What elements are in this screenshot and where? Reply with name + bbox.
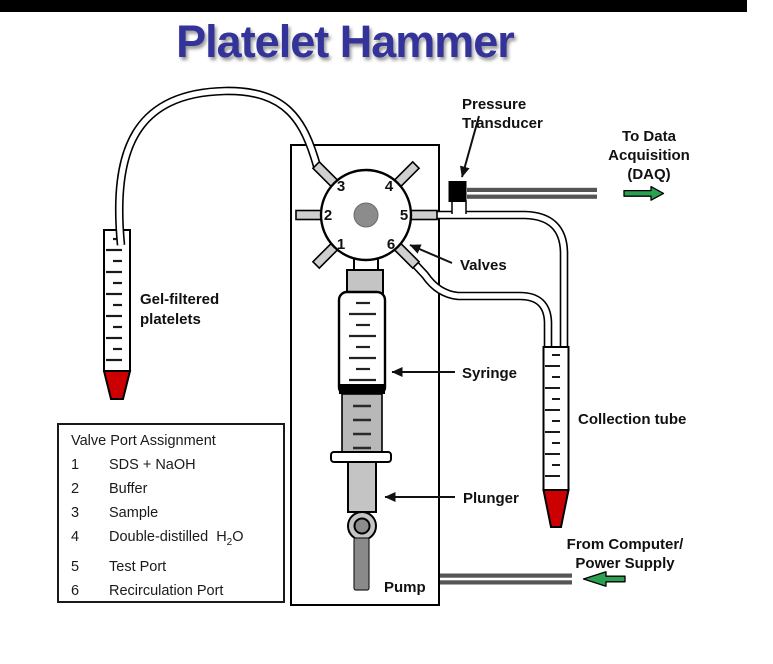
valve-port-row-2: 2 Buffer (71, 477, 283, 501)
valve-port-row-label: Sample (109, 505, 159, 521)
pump-label: Pump (384, 579, 426, 596)
valve-port-row-label: SDS + NaOH (109, 457, 196, 473)
gel-filtered-label-line2: platelets (140, 311, 201, 328)
power-arrow-icon (582, 571, 626, 587)
power-cable (440, 573, 572, 585)
valve-port-row-label: Buffer (109, 481, 148, 497)
plunger-pivot-inner (353, 517, 371, 535)
collection-tube-tip (542, 489, 570, 528)
daq-arrow-icon (623, 185, 665, 201)
pump-drive-rod (353, 537, 370, 591)
valves-arrow (409, 244, 453, 264)
from-computer-label-line1: From Computer/ (567, 536, 685, 553)
to-daq-label-line2: Acquisition (608, 147, 690, 164)
collection-tube (542, 346, 570, 491)
valve-port-number-2: 2 (324, 207, 332, 224)
valve-port-row-5: 5 Test Port (71, 555, 283, 579)
top-black-bar (0, 0, 747, 12)
valve-port-row-num: 2 (71, 481, 80, 497)
annotation-arrows (384, 115, 480, 502)
transducer-connector (451, 200, 467, 214)
valve-port-number-3: 3 (337, 178, 345, 195)
valve-port-row-label: Recirculation Port (109, 582, 224, 599)
syringe-seal-band (339, 384, 385, 394)
inlet-tube (114, 86, 322, 246)
valve-port-stub-2 (295, 209, 322, 221)
syringe-hub (346, 269, 384, 294)
valve-port-row-num: 6 (71, 582, 80, 599)
to-daq-label-line3: (DAQ) (627, 166, 670, 183)
gel-filtered-label-line1: Gel-filtered (140, 291, 219, 308)
to-daq-label-line1: To Data (622, 128, 677, 145)
valve-port-number-5: 5 (400, 207, 408, 224)
plunger-shaft-ticks (353, 404, 371, 450)
valve-port-number-4: 4 (385, 178, 394, 195)
gel-cylinder-ticks (106, 237, 122, 362)
valve-port-stub-5 (410, 209, 438, 221)
syringe-label: Syringe (462, 365, 517, 382)
valve-port-numbers: 3 4 2 5 1 6 (324, 178, 408, 253)
from-computer-label-line2: Power Supply (575, 555, 675, 572)
valve-port-row-1: 1 SDS + NaOH (71, 453, 283, 477)
valve-port-row-6: 6 Recirculation Port (71, 579, 283, 603)
plunger-label: Plunger (463, 490, 519, 507)
syringe-barrel-ticks (349, 301, 376, 382)
page-title: Platelet Hammer (176, 16, 515, 67)
daq-cable (467, 187, 597, 199)
valve-port-row-num: 3 (71, 505, 80, 521)
valve-port-number-1: 1 (337, 236, 345, 253)
plunger-flange (330, 451, 392, 463)
collection-tube-ticks (545, 354, 560, 477)
valve-center-dot (353, 202, 379, 228)
pressure-transducer-label-line1: Pressure (462, 96, 526, 113)
valve-port-assignment-box: Valve Port Assignment 1 SDS + NaOH 2 Buf… (57, 423, 285, 603)
gel-cylinder (103, 229, 131, 372)
pressure-transducer-label-line2: Transducer (462, 115, 543, 132)
collection-tube-label: Collection tube (578, 411, 686, 428)
pressure-transducer-arrow (460, 115, 480, 178)
gel-cylinder-tip (102, 370, 132, 400)
syringe-plunger-shaft (341, 393, 383, 453)
test-port-tube (437, 210, 569, 348)
recirculation-tube (408, 258, 553, 348)
valve-port-row-label: Double-distilled H2O (109, 529, 244, 548)
valves-label: Valves (460, 257, 507, 274)
valve-port-row-num: 1 (71, 457, 80, 473)
valve-port-assignment-title: Valve Port Assignment (71, 433, 216, 449)
valve-port-row-label: Test Port (109, 558, 167, 575)
valve-port-number-6: 6 (387, 236, 395, 253)
plunger-rod (347, 461, 377, 513)
valve-port-row-4: 4 Double-distilled H2O (71, 525, 283, 555)
valve-port-row-num: 4 (71, 529, 80, 545)
valve-port-row-3: 3 Sample (71, 501, 283, 525)
pressure-transducer (448, 181, 467, 202)
valve-port-row-num: 5 (71, 558, 80, 575)
